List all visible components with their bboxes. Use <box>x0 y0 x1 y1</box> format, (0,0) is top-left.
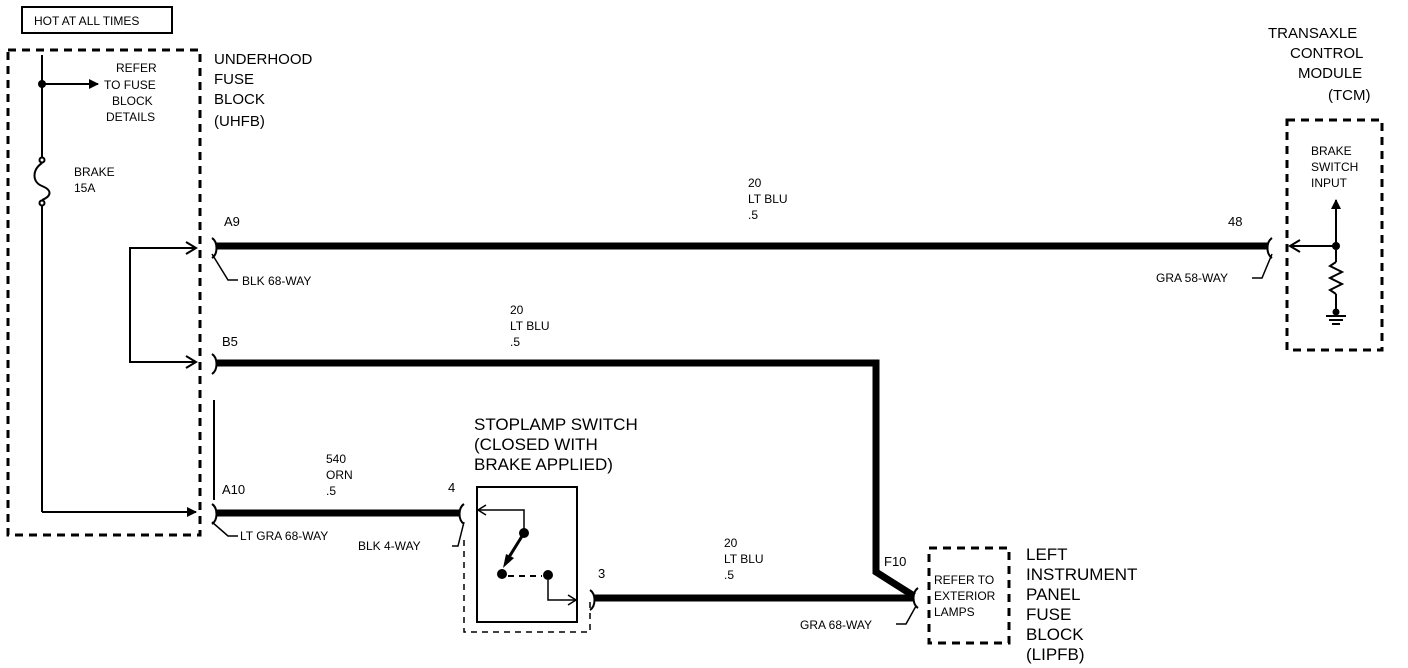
top-wire-size: .5 <box>748 208 758 222</box>
uhfb-name-2: FUSE <box>214 71 254 88</box>
tcm-input-3: INPUT <box>1311 176 1348 190</box>
mid-wire-color: LT BLU <box>510 319 550 333</box>
conn-ltgra68: LT GRA 68-WAY <box>240 529 328 543</box>
lipfb-refer-1: REFER TO <box>934 573 994 587</box>
pin-a9: A9 <box>224 214 240 229</box>
fuse-label-2: 15A <box>74 181 95 195</box>
mid-wire-size: .5 <box>510 335 520 349</box>
stoplamp-name-1: STOPLAMP SWITCH <box>474 415 638 434</box>
pin-48: 48 <box>1228 214 1242 229</box>
wire-b5-f10 <box>216 359 916 599</box>
conn-blk4: BLK 4-WAY <box>358 539 421 553</box>
pin-a10: A10 <box>222 482 245 497</box>
bot-wire-color: LT BLU <box>724 552 764 566</box>
uhfb-name-3: BLOCK <box>214 91 265 108</box>
bot-wire-size: .5 <box>724 568 734 582</box>
tcm-box <box>1285 118 1384 352</box>
uhfb-box <box>6 48 202 537</box>
lipfb-refer-3: LAMPS <box>934 605 975 619</box>
uhfb-refer-3: BLOCK <box>112 94 153 108</box>
conn-gra58: GRA 58-WAY <box>1156 271 1228 285</box>
orn-wire-size: .5 <box>326 484 336 498</box>
tcm-name-2: CONTROL <box>1290 45 1363 62</box>
lipfb-refer-2: EXTERIOR <box>934 589 996 603</box>
a10-terminal <box>211 503 218 525</box>
p4-terminal <box>458 503 465 525</box>
tcm-name-3: MODULE <box>1298 65 1362 82</box>
orn-wire-color: ORN <box>326 468 353 482</box>
stoplamp-switch-box <box>476 486 578 623</box>
a9-b5-jumper <box>129 247 196 363</box>
pin-3: 3 <box>598 566 605 581</box>
uhfb-name-1: UNDERHOOD <box>214 51 313 68</box>
uhfb-refer-4: DETAILS <box>106 110 155 124</box>
tcm-name-4: (TCM) <box>1328 87 1370 104</box>
mid-wire-gauge: 20 <box>510 303 524 317</box>
tcm-name-1: TRANSAXLE <box>1268 25 1357 42</box>
top-wire-color: LT BLU <box>748 192 788 206</box>
lipfb-name-5: BLOCK <box>1026 625 1084 644</box>
bot-wire-gauge: 20 <box>724 536 738 550</box>
lipfb-name-1: LEFT <box>1026 545 1068 564</box>
uhfb-refer-2: TO FUSE <box>104 78 156 92</box>
f10-terminal <box>912 587 919 609</box>
stoplamp-name-3: BRAKE APPLIED) <box>474 455 613 474</box>
uhfb-refer-1: REFER <box>116 61 157 75</box>
pin-4: 4 <box>448 480 455 495</box>
lipfb-name-2: INSTRUMENT <box>1026 565 1137 584</box>
lipfb-box <box>927 546 1011 645</box>
brake-fuse-icon <box>33 156 51 207</box>
tcm-input-2: SWITCH <box>1311 160 1358 174</box>
b5-terminal <box>211 353 218 375</box>
lipfb-name-3: PANEL <box>1026 585 1081 604</box>
hot-label: HOT AT ALL TIMES <box>34 14 139 28</box>
conn-gra68: GRA 68-WAY <box>800 618 872 632</box>
stoplamp-name-2: (CLOSED WITH <box>474 435 598 454</box>
uhfb-name-4: (UHFB) <box>214 113 265 130</box>
pin-f10: F10 <box>884 554 906 569</box>
tcm-input-1: BRAKE <box>1311 144 1352 158</box>
switch-dashed-outline <box>463 540 591 633</box>
orn-wire-gauge: 540 <box>326 452 346 466</box>
top-wire-gauge: 20 <box>748 176 762 190</box>
lipfb-name-6: (LIPFB) <box>1026 645 1085 664</box>
fuse-label-1: BRAKE <box>74 165 115 179</box>
lipfb-name-4: FUSE <box>1026 605 1071 624</box>
hot-label-box <box>21 6 173 34</box>
pin-b5: B5 <box>222 334 238 349</box>
conn-blk68: BLK 68-WAY <box>242 274 311 288</box>
switch-contacts-icon <box>476 504 578 606</box>
ground-icon <box>1326 315 1346 325</box>
pulldown-resistor-icon <box>1327 261 1345 295</box>
